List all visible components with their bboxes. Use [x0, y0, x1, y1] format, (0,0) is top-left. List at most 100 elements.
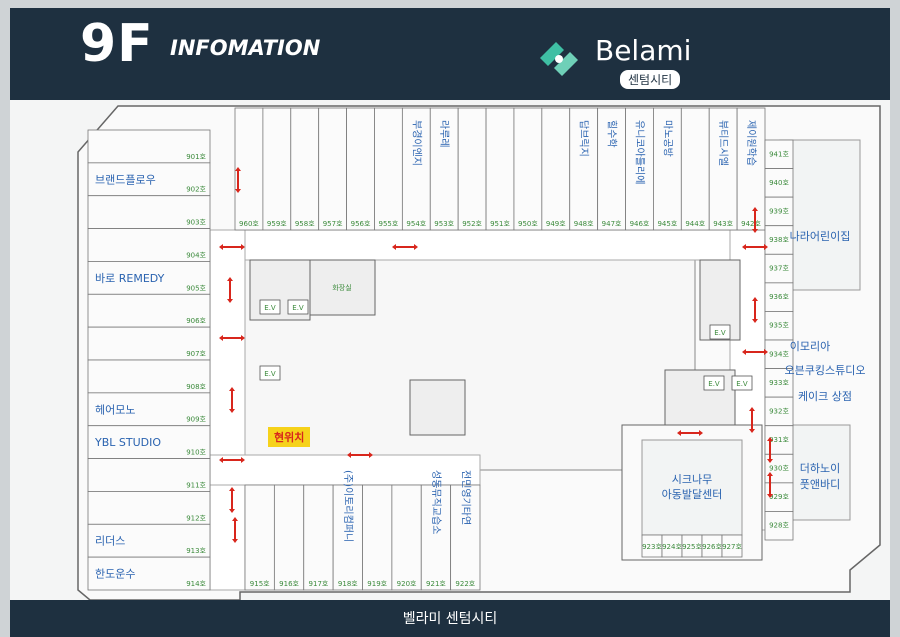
current-location-badge: 현위치 [268, 427, 311, 447]
bottom-room-tenant: 전민영기타연 [459, 470, 471, 525]
red-arrow-icon [742, 349, 768, 355]
bottom-room [362, 484, 393, 591]
left-room-number: 905호 [186, 284, 206, 292]
center-stair [409, 379, 466, 436]
top-room [485, 107, 515, 231]
top-room [290, 107, 320, 231]
left-room-number: 906호 [186, 317, 206, 325]
right-tenant-c: 오븐쿠킹스튜디오 [785, 364, 866, 377]
elevator-label: E.V [714, 329, 726, 337]
top-room-number: 946호 [630, 220, 650, 228]
red-arrow-icon [742, 244, 768, 250]
top-room-number: 953호 [434, 220, 454, 228]
red-arrow-icon [229, 387, 235, 413]
right-room-number: 933호 [769, 379, 789, 387]
bottom-room-number: 916호 [279, 580, 299, 588]
left-room [87, 359, 211, 394]
left-room [87, 425, 211, 459]
top-room-tenant: 답브릭지 [578, 120, 590, 157]
left-room-number: 901호 [186, 153, 206, 161]
bottom-room [244, 484, 275, 591]
brand-name: Belami [595, 34, 692, 67]
left-room-tenant: 리더스 [95, 535, 125, 548]
elevator-label: E.V [264, 304, 276, 312]
left-room [87, 458, 211, 492]
bottom-room-number: 919호 [367, 580, 387, 588]
right-room-number: 936호 [769, 293, 789, 301]
left-room-number: 904호 [186, 251, 206, 259]
red-arrow-icon [752, 297, 758, 323]
top-room-tenant: 제이원학습 [745, 120, 757, 166]
right-room-number: 934호 [769, 350, 789, 358]
red-arrow-icon [767, 472, 773, 498]
top-room-tenant: 뷰티드시엘 [717, 120, 730, 166]
top-room [569, 107, 599, 231]
right-tenant-e-line1: 더하노이 [800, 461, 840, 475]
top-room-number: 958호 [295, 220, 315, 228]
restroom-core [309, 259, 376, 316]
right-room [764, 511, 794, 541]
right-tenant-e-line2: 풋앤바디 [800, 478, 840, 491]
bottom-room-tenant: 성동뮤직교습소 [430, 470, 442, 534]
left-room [87, 129, 211, 164]
top-room-number: 945호 [657, 220, 677, 228]
red-arrow-icon [219, 457, 245, 463]
sign-footer: 벨라미 센텀시티 [10, 600, 890, 637]
center-room-number: 923호 [642, 543, 662, 551]
center-room-number: 924호 [662, 543, 682, 551]
right-room-number: 938호 [769, 236, 789, 244]
footer-text: 벨라미 센텀시티 [402, 611, 498, 627]
restroom-label: 화장실 [332, 283, 351, 292]
elevator-label: E.V [264, 370, 276, 378]
right-room [764, 253, 794, 284]
red-arrow-icon [219, 244, 245, 250]
left-room-number: 902호 [186, 186, 206, 194]
right-stair [664, 369, 736, 426]
top-room [597, 107, 626, 231]
top-room [346, 107, 375, 231]
left-room-number: 903호 [186, 219, 206, 227]
bottom-room [273, 484, 305, 591]
elevator-label: E.V [292, 304, 304, 312]
right-room-number: 940호 [769, 179, 789, 187]
center-room-number: 927호 [722, 543, 742, 551]
top-room [708, 107, 738, 231]
top-room-tenant: 라루레 [438, 120, 450, 148]
corridor-left [209, 229, 246, 591]
top-room-tenant: 부경이엔지 [410, 120, 423, 166]
right-tenant-b: 이모리아 [790, 340, 830, 353]
top-room [374, 107, 403, 231]
left-room-number: 909호 [186, 416, 206, 424]
elevator-box [287, 299, 309, 315]
elevator-label: E.V [736, 380, 748, 388]
top-room-tenant: 마노공방 [661, 120, 673, 157]
elevator-label: E.V [708, 380, 720, 388]
left-room-number: 914호 [186, 580, 206, 588]
elevator-box [259, 299, 281, 315]
left-room-number: 911호 [186, 481, 206, 489]
top-room [457, 107, 487, 231]
center-room-number: 926호 [702, 543, 722, 551]
top-room-number: 952호 [462, 220, 482, 228]
right-room [764, 368, 794, 398]
left-room [87, 228, 211, 262]
right-room-number: 937호 [769, 265, 789, 273]
red-arrow-icon [347, 452, 373, 458]
left-room-tenant: 바로 REMEDY [95, 272, 165, 285]
top-room-number: 954호 [406, 220, 426, 228]
top-room-number: 942호 [741, 220, 761, 228]
right-room-number: 930호 [769, 465, 789, 473]
right-room-number: 928호 [769, 522, 789, 530]
bottom-room-number: 920호 [397, 580, 417, 588]
room-grid [87, 107, 794, 591]
top-room [262, 107, 292, 231]
bottom-room-tenant: (주)이토리컴퍼니 [342, 470, 354, 542]
elevator-box [259, 365, 281, 381]
top-room [513, 107, 543, 231]
bottom-room-number: 922호 [455, 580, 475, 588]
bottom-room-number: 918호 [338, 580, 358, 588]
right-room-number: 931호 [769, 436, 789, 444]
top-room-number: 955호 [379, 220, 399, 228]
